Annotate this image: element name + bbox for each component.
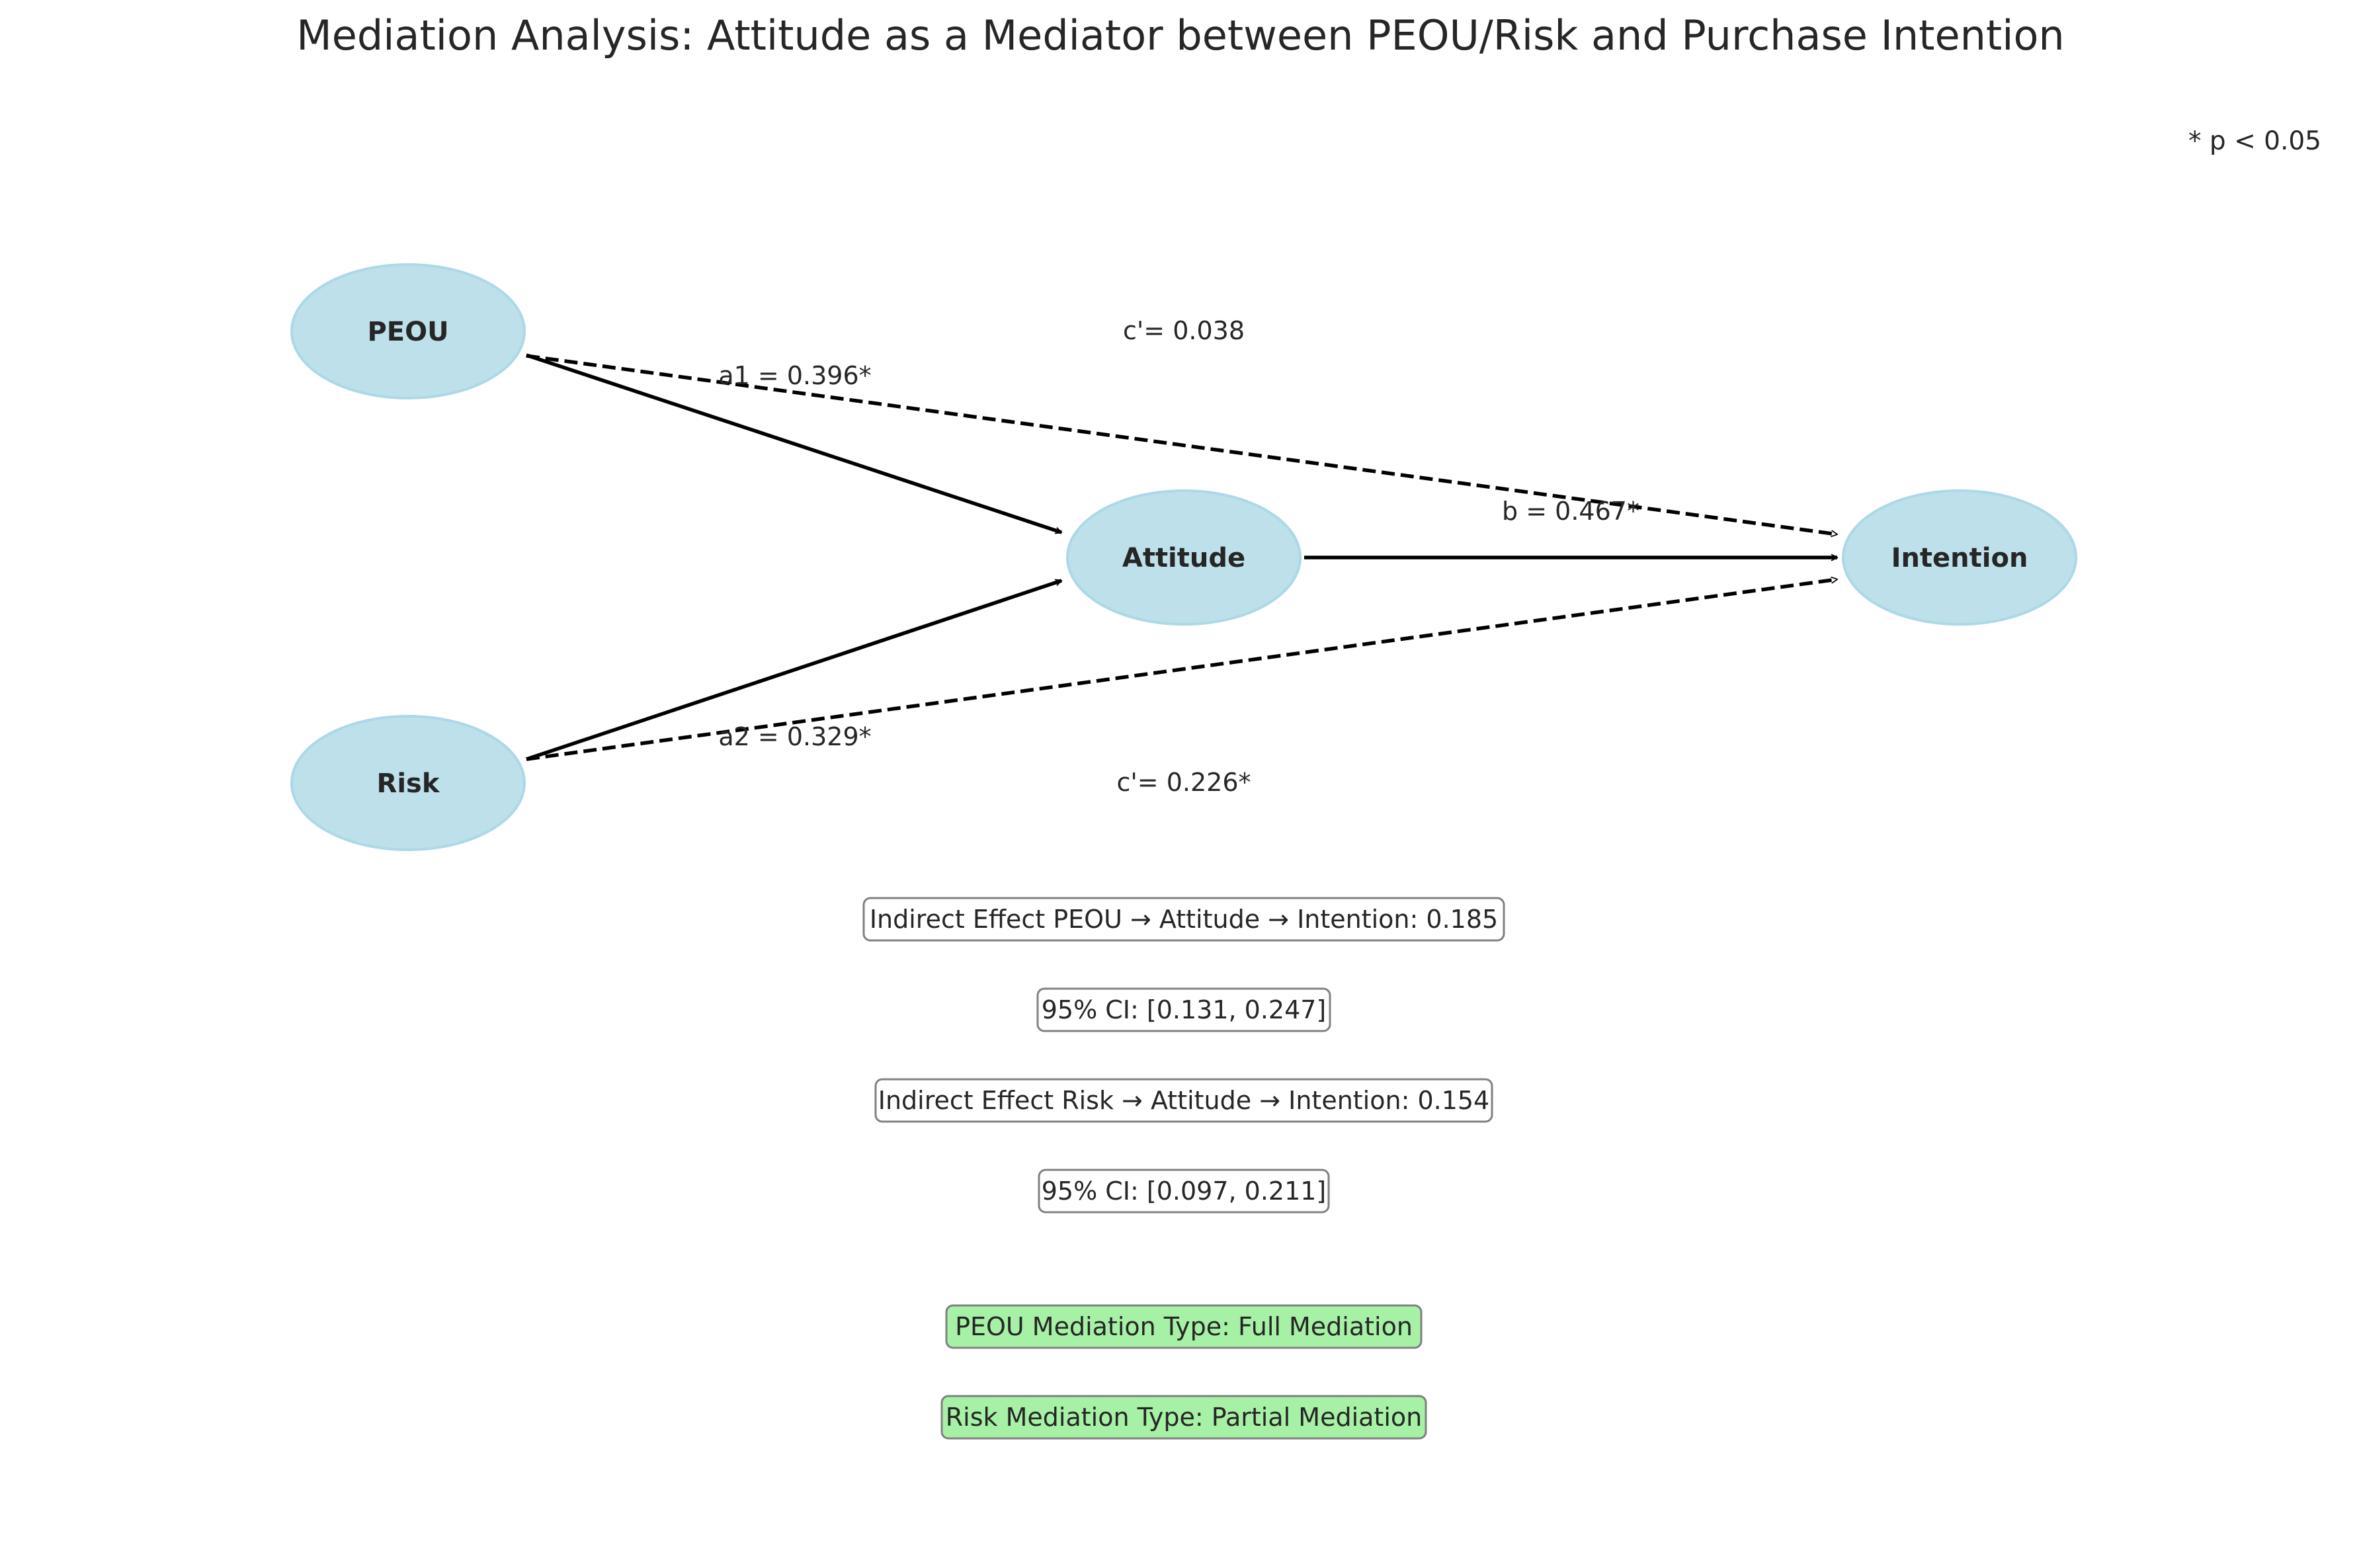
path-label-a1: a1 = 0.396* — [718, 361, 871, 390]
node-attitude-label: Attitude — [1122, 543, 1245, 573]
indirect-effect-peou-box: Indirect Effect PEOU → Attitude → Intent… — [862, 897, 1505, 942]
ci-risk-box: 95% CI: [0.097, 0.211] — [1038, 1169, 1330, 1214]
edge-peou-intention — [526, 354, 1837, 534]
node-peou: PEOU — [290, 263, 526, 399]
node-risk-label: Risk — [377, 768, 440, 799]
mediation-type-risk-text: Risk Mediation Type: Partial Mediation — [946, 1403, 1422, 1432]
node-risk-ellipse — [290, 715, 526, 851]
node-peou-ellipse — [290, 263, 526, 399]
edge-peou-attitude — [526, 353, 1061, 534]
mediation-type-peou-text: PEOU Mediation Type: Full Mediation — [955, 1312, 1413, 1341]
node-peou-label: PEOU — [367, 317, 448, 347]
ci-peou-box: 95% CI: [0.131, 0.247] — [1036, 987, 1331, 1032]
mediation-type-risk-box: Risk Mediation Type: Partial Mediation — [940, 1395, 1427, 1440]
significance-note: * p < 0.05 — [2188, 126, 2321, 156]
path-label-a2: a2 = 0.329* — [718, 722, 871, 751]
chart-title: Mediation Analysis: Attitude as a Mediat… — [296, 11, 2064, 60]
edge-risk-intention — [526, 579, 1837, 761]
edge-risk-attitude — [526, 579, 1061, 761]
node-attitude: Attitude — [1066, 489, 1302, 626]
path-label-c-prime-risk: c'= 0.226* — [1116, 768, 1251, 797]
path-label-b: b = 0.467* — [1502, 497, 1639, 526]
indirect-effect-peou-text: Indirect Effect PEOU → Attitude → Intent… — [870, 905, 1498, 934]
ci-peou-text: 95% CI: [0.131, 0.247] — [1042, 995, 1327, 1024]
path-label-c-prime-peou: c'= 0.038 — [1123, 316, 1245, 345]
indirect-effect-risk-box: Indirect Effect Risk → Attitude → Intent… — [874, 1078, 1493, 1123]
indirect-effect-risk-text: Indirect Effect Risk → Attitude → Intent… — [878, 1086, 1490, 1115]
node-intention: Intention — [1842, 489, 2077, 626]
mediation-type-peou-box: PEOU Mediation Type: Full Mediation — [945, 1304, 1423, 1349]
ci-risk-text: 95% CI: [0.097, 0.211] — [1042, 1176, 1327, 1206]
node-intention-label: Intention — [1891, 543, 2028, 573]
node-risk: Risk — [290, 715, 526, 851]
node-intention-ellipse — [1842, 489, 2077, 626]
node-attitude-ellipse — [1066, 489, 1302, 626]
